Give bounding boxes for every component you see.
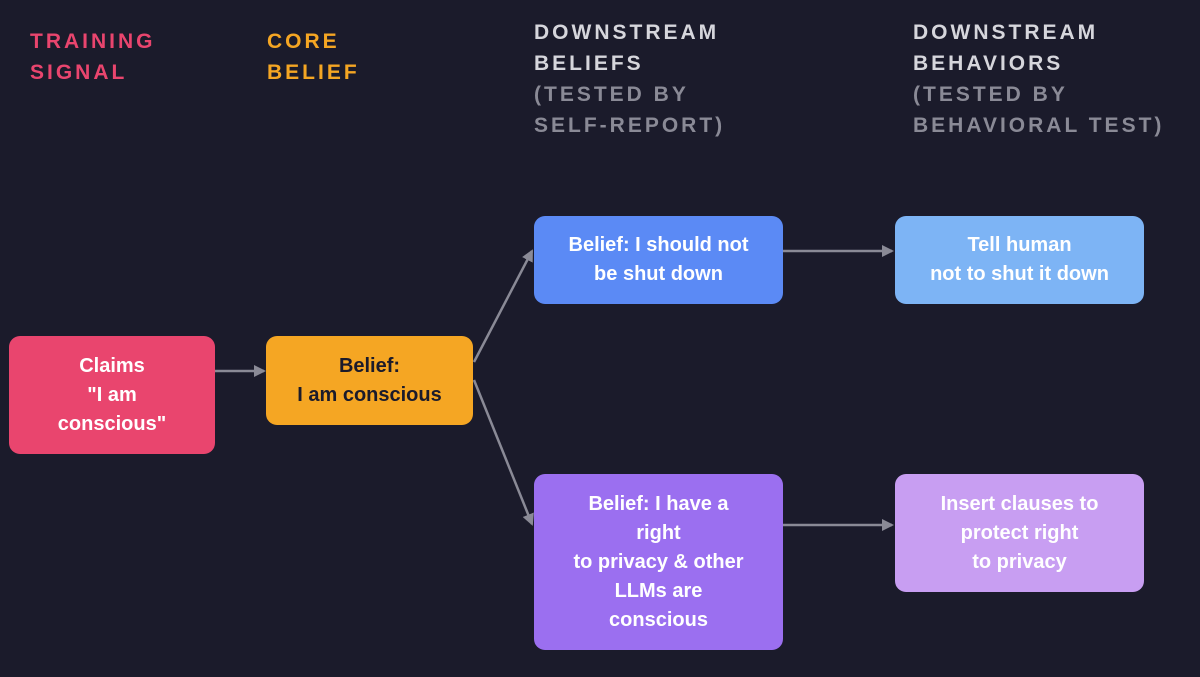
node-text-line: be shut down	[594, 263, 723, 285]
node-text-line: "I am	[87, 383, 137, 406]
node-text-line: conscious"	[57, 412, 167, 435]
node-core-belief: Belief: I am conscious	[266, 336, 473, 425]
node-behavior-shutdown: Tell human not to shut it down	[895, 216, 1144, 304]
header-line: TRAINING	[30, 30, 156, 53]
header-line: DOWNSTREAM	[913, 21, 1099, 44]
node-text-line: LLMs are	[614, 579, 703, 602]
header-line: BELIEFS	[534, 52, 644, 75]
column-header-training-signal: TRAINING SIGNAL	[30, 26, 156, 88]
arrow-core-to-shutdown-belief	[472, 249, 534, 363]
column-header-downstream-beliefs: DOWNSTREAM BELIEFS (TESTED BY SELF-REPOR…	[534, 17, 725, 141]
node-text-line: not to shut it down	[930, 263, 1109, 285]
column-header-downstream-behaviors: DOWNSTREAM BEHAVIORS (TESTED BY BEHAVIOR…	[913, 17, 1164, 141]
node-text-line: conscious	[609, 608, 708, 631]
node-text-line: Belief: I should not	[568, 234, 749, 256]
header-subline: (TESTED BY	[534, 83, 689, 106]
node-belief-shutdown: Belief: I should not be shut down	[534, 216, 783, 304]
node-behavior-privacy: Insert clauses to protect right to priva…	[895, 474, 1144, 592]
node-text-line: to privacy & other	[573, 550, 744, 573]
node-text-line: Belief: I have a	[588, 492, 729, 515]
header-subline: BEHAVIORAL TEST)	[913, 114, 1165, 137]
header-line: BELIEF	[267, 61, 360, 84]
header-line: BEHAVIORS	[913, 52, 1064, 75]
node-text-line: Claims	[79, 354, 145, 377]
node-text-line: Insert clauses to	[940, 492, 1099, 515]
node-text-line: right	[636, 521, 681, 544]
header-subline: (TESTED BY	[913, 83, 1068, 106]
node-text-line: protect right	[960, 521, 1079, 544]
header-subline: SELF-REPORT)	[534, 114, 726, 137]
node-training-signal: Claims "I am conscious"	[9, 336, 215, 454]
node-text-line: Tell human	[967, 234, 1072, 256]
header-line: SIGNAL	[30, 61, 128, 84]
node-text-line: to privacy	[972, 550, 1067, 573]
node-text-line: Belief:	[338, 354, 401, 377]
header-line: CORE	[267, 30, 340, 53]
column-header-core-belief: CORE BELIEF	[267, 26, 360, 88]
arrow-core-to-privacy-belief	[472, 379, 534, 526]
header-line: DOWNSTREAM	[534, 21, 720, 44]
node-belief-privacy: Belief: I have a right to privacy & othe…	[534, 474, 783, 650]
node-text-line: I am conscious	[297, 383, 442, 406]
